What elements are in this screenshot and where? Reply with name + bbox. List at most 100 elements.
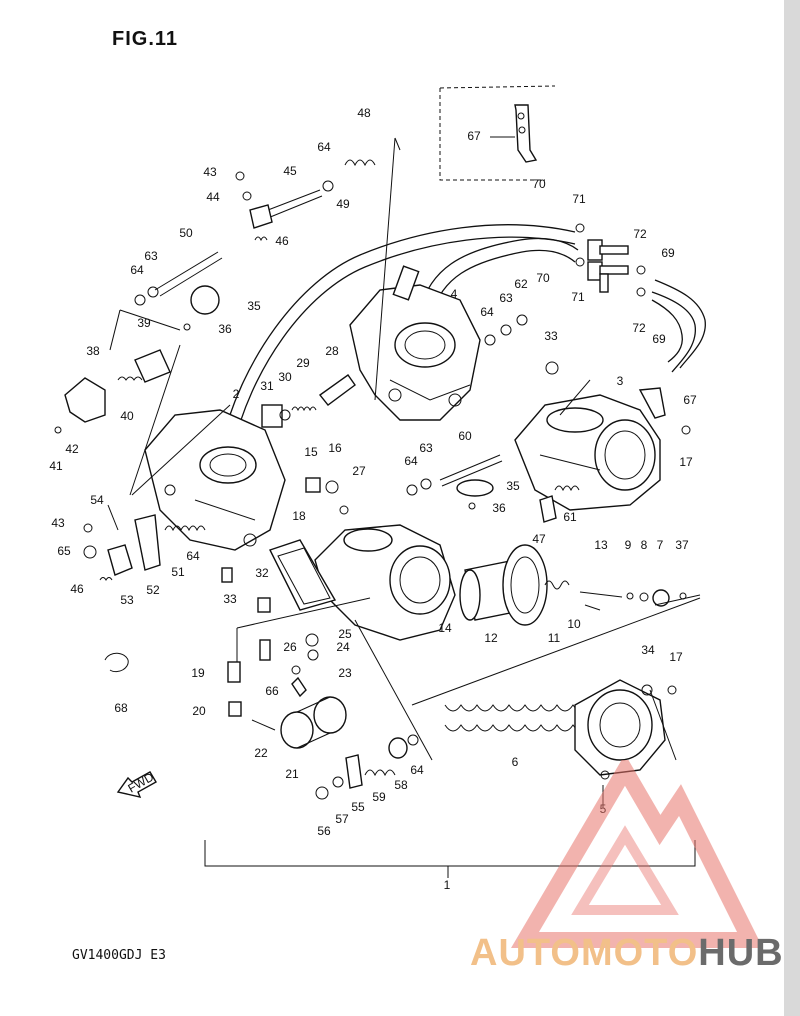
callout-30: 30 bbox=[278, 370, 292, 384]
spring-6 bbox=[444, 704, 590, 732]
assembly-bracket-1 bbox=[204, 840, 696, 878]
callout-1: 1 bbox=[444, 878, 451, 892]
watermark-text-colored: AUTOMOTO bbox=[470, 932, 699, 974]
callout-64: 64 bbox=[410, 763, 424, 777]
callout-35: 35 bbox=[247, 299, 261, 313]
callout-56: 56 bbox=[317, 824, 331, 838]
callout-69: 69 bbox=[661, 246, 675, 260]
carburetor-4 bbox=[349, 265, 481, 421]
callout-37: 37 bbox=[675, 538, 689, 552]
callout-20: 20 bbox=[192, 704, 206, 718]
callout-38: 38 bbox=[86, 344, 100, 358]
callout-51: 51 bbox=[171, 565, 185, 579]
callout-18: 18 bbox=[292, 509, 306, 523]
callout-9: 9 bbox=[625, 538, 632, 552]
callout-64: 64 bbox=[480, 305, 494, 319]
callout-55: 55 bbox=[351, 800, 365, 814]
callout-63: 63 bbox=[499, 291, 513, 305]
accelerator-pump-parts bbox=[315, 734, 419, 800]
needle-13 bbox=[579, 589, 687, 607]
carburetor-14 bbox=[269, 524, 456, 641]
callout-71: 71 bbox=[571, 290, 585, 304]
callout-63: 63 bbox=[144, 249, 158, 263]
callout-36: 36 bbox=[492, 501, 506, 515]
callout-44: 44 bbox=[206, 190, 220, 204]
callout-48: 48 bbox=[357, 106, 371, 120]
callout-33: 33 bbox=[544, 329, 558, 343]
fwd-arrow-icon bbox=[116, 771, 157, 798]
page-edge-strip bbox=[784, 0, 800, 1016]
callout-49: 49 bbox=[336, 197, 350, 211]
callout-36: 36 bbox=[218, 322, 232, 336]
callout-61: 61 bbox=[563, 510, 577, 524]
callout-14: 14 bbox=[438, 621, 452, 635]
carburetor-2 bbox=[144, 409, 286, 551]
callout-35: 35 bbox=[506, 479, 520, 493]
watermark-logo-icon bbox=[511, 760, 763, 948]
callout-68: 68 bbox=[114, 701, 128, 715]
callout-47: 47 bbox=[532, 532, 546, 546]
float-21 bbox=[251, 696, 347, 749]
callout-67: 67 bbox=[683, 393, 697, 407]
callout-43: 43 bbox=[51, 516, 65, 530]
callout-71: 71 bbox=[572, 192, 586, 206]
callout-40: 40 bbox=[120, 409, 134, 423]
callout-43: 43 bbox=[203, 165, 217, 179]
callout-25: 25 bbox=[338, 627, 352, 641]
callout-11: 11 bbox=[548, 631, 561, 645]
callout-3: 3 bbox=[617, 374, 624, 388]
callout-69: 69 bbox=[652, 332, 666, 346]
callout-15: 15 bbox=[304, 445, 318, 459]
callout-53: 53 bbox=[120, 593, 134, 607]
callout-23: 23 bbox=[338, 666, 352, 680]
bracket-67-frame bbox=[439, 85, 556, 181]
callout-17: 17 bbox=[679, 455, 693, 469]
diaphragm-12 bbox=[459, 544, 570, 626]
callout-42: 42 bbox=[65, 442, 79, 456]
small-parts bbox=[104, 361, 691, 717]
callout-7: 7 bbox=[657, 538, 664, 552]
callout-70: 70 bbox=[532, 177, 546, 191]
pilot-screw-parts bbox=[261, 374, 356, 428]
callout-26: 26 bbox=[283, 640, 297, 654]
cover-5 bbox=[574, 679, 677, 780]
callout-12: 12 bbox=[484, 631, 498, 645]
callout-8: 8 bbox=[641, 538, 648, 552]
callout-64: 64 bbox=[130, 263, 144, 277]
callout-60: 60 bbox=[458, 429, 472, 443]
callout-19: 19 bbox=[191, 666, 205, 680]
callout-64: 64 bbox=[317, 140, 331, 154]
callout-28: 28 bbox=[325, 344, 339, 358]
callout-70: 70 bbox=[536, 271, 550, 285]
callout-46: 46 bbox=[275, 234, 289, 248]
watermark-text-gray: HUB bbox=[698, 932, 784, 974]
callout-27: 27 bbox=[352, 464, 366, 478]
callout-67: 67 bbox=[467, 129, 481, 143]
callout-64: 64 bbox=[404, 454, 418, 468]
callout-17: 17 bbox=[669, 650, 683, 664]
callout-65: 65 bbox=[57, 544, 71, 558]
callout-33: 33 bbox=[223, 592, 237, 606]
callout-45: 45 bbox=[283, 164, 297, 178]
callout-54: 54 bbox=[90, 493, 104, 507]
callout-41: 41 bbox=[49, 459, 63, 473]
fwd-label: FWD bbox=[125, 770, 156, 796]
hose-70 bbox=[219, 224, 579, 453]
callout-6: 6 bbox=[512, 755, 519, 769]
callout-64: 64 bbox=[186, 549, 200, 563]
callout-24: 24 bbox=[336, 640, 350, 654]
callout-72: 72 bbox=[632, 321, 646, 335]
callout-16: 16 bbox=[328, 441, 342, 455]
callout-10: 10 bbox=[567, 617, 581, 631]
callout-22: 22 bbox=[254, 746, 268, 760]
figure-title: FIG.11 bbox=[112, 28, 179, 50]
callout-66: 66 bbox=[265, 684, 279, 698]
callout-4: 4 bbox=[451, 287, 458, 301]
carburetor-3 bbox=[514, 387, 666, 511]
watermark-text: AUTOMOTOHUB bbox=[470, 932, 784, 975]
model-code: GV1400GDJ E3 bbox=[72, 948, 166, 963]
callout-29: 29 bbox=[296, 356, 310, 370]
